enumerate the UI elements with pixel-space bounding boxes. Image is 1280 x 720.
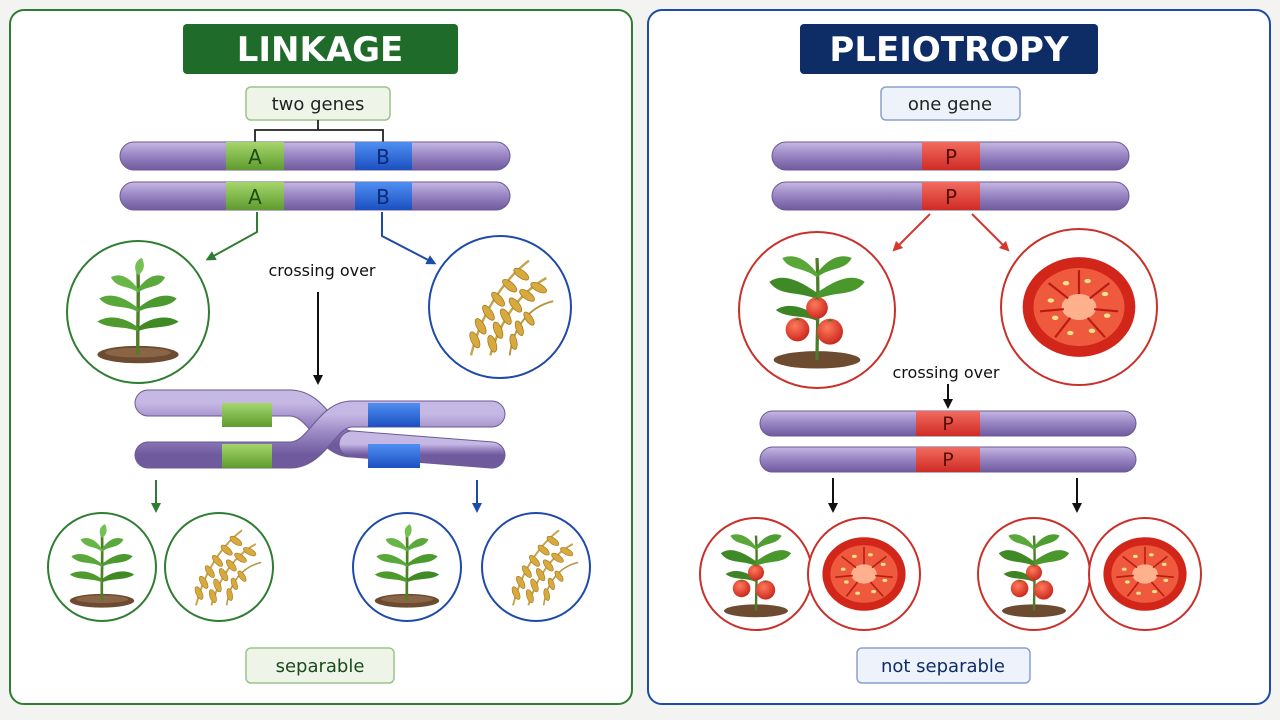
pleiotropy-title-banner [800,24,1098,74]
outcome-tomato-plant-right [977,517,1091,631]
gene-p-locus-lower-bottom [916,447,980,472]
outcome-tomato-fruit-right [1088,517,1202,631]
linkage-title: LINKAGE [237,30,404,70]
linkage-panel: LINKAGE two genes A B A B [9,9,633,705]
gene-b-locus-top [355,142,412,170]
pleiotropy-panel: PLEIOTROPY one gene P P crossing over [647,9,1271,705]
linkage-chromosome-top [119,141,511,171]
gene-b-label-top: B [376,145,390,169]
gene-p-arrow-left [892,213,931,252]
gene-p-locus-lower-top [916,411,980,436]
pleiotropy-chromosome-pair-lower [759,410,1137,473]
tomato-fruit-icon [1021,256,1137,358]
outcome-tomato-plant-left [699,517,813,631]
linkage-crossing-over-label: crossing over [269,261,376,280]
outcome-tomato-fruit-left [807,517,921,631]
recombinant-grain-left [164,512,274,622]
gene-a-locus-top [226,142,284,170]
one-gene-label: one gene [908,94,992,115]
gene-p-arrow-right [971,213,1010,252]
gene-b-label-bottom: B [376,185,390,209]
tomato-fruit-icon [821,536,907,612]
gene-b-locus-bottom [355,182,412,210]
gene-a-locus-crossed-bottom [222,444,272,468]
gene-b-arrow [381,212,437,265]
separable-label: separable [276,656,365,677]
tomato-fruit-icon [1102,536,1188,612]
gene-p-label-top: P [945,145,957,169]
gene-p-label-lower-bottom: P [942,449,953,471]
not-separable-label-box [856,647,1031,684]
linkage-chromosome-bottom [119,181,511,211]
pleiotropy-chromosome-top [771,141,1130,171]
grain-trait-circle [428,235,572,379]
gene-a-locus-bottom [226,182,284,210]
crossed-chromosomes [134,389,506,469]
pleiotropy-chromosome-bottom [771,181,1130,211]
gene-p-label-bottom: P [945,185,957,209]
recombinant-plant-right [352,512,462,622]
not-separable-label: not separable [881,656,1005,677]
gene-a-locus-crossed-top [222,403,272,427]
pleiotropy-title: PLEIOTROPY [829,30,1069,70]
two-genes-label: two genes [272,94,365,115]
gene-bracket [254,129,384,142]
one-gene-label-box [880,86,1021,121]
recombinant-grain-right [481,512,591,622]
gene-p-label-lower-top: P [942,413,953,435]
gene-p-locus-bottom [922,182,980,210]
linkage-title-banner [183,24,458,74]
gene-a-label-bottom: A [248,185,262,209]
separable-label-box [245,647,395,684]
gene-p-locus-top [922,142,980,170]
gene-a-label-top: A [248,145,262,169]
gene-b-locus-crossed-top [368,403,420,427]
tomato-fruit-trait-circle [1000,228,1158,386]
recombinant-plant-left [47,512,157,622]
gene-b-locus-crossed-bottom [368,444,420,468]
tomato-plant-trait-circle [738,231,896,389]
plant-trait-circle [66,240,210,384]
pleiotropy-crossing-over-label: crossing over [893,363,1000,382]
gene-a-arrow [205,212,258,261]
